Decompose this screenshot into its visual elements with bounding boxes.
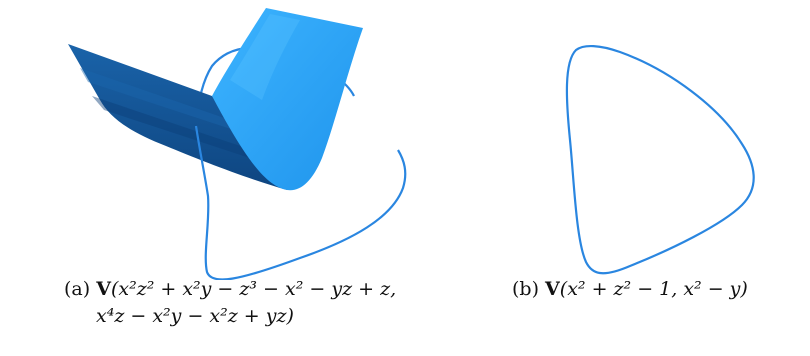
surface-front-sheet: [212, 8, 363, 191]
figure-a: (a) V(x²z² + x²y − z³ − x² − yz + z, x⁴z…: [64, 8, 407, 330]
caption-a-line1: (a) V(x²z² + x²y − z³ − x² − yz + z,: [64, 276, 396, 303]
closed-curve-plot: [565, 45, 755, 275]
surface-front-highlight: [230, 14, 300, 100]
surface-back-band: [80, 68, 240, 132]
figure-b: (b) V(x² + z² − 1, x² − y): [470, 0, 810, 356]
caption-a-variety-symbol: V: [96, 278, 111, 300]
caption-a-equation-1: (x²z² + x²y − z³ − x² − yz + z,: [110, 278, 397, 300]
caption-a: (a) V(x²z² + x²y − z³ − x² − yz + z, x⁴z…: [64, 276, 396, 330]
caption-b: (b) V(x² + z² − 1, x² − y): [512, 276, 748, 303]
caption-a-line2: x⁴z − x²y − x²z + yz): [64, 303, 396, 330]
caption-a-label: (a): [64, 278, 91, 300]
closed-curve: [565, 45, 755, 275]
caption-b-variety-symbol: V: [545, 278, 560, 300]
space-curve-front: [194, 125, 407, 280]
caption-a-equation-2: x⁴z − x²y − x²z + yz): [96, 305, 294, 327]
surface-and-curve-plot: [68, 8, 407, 280]
caption-b-label: (b): [512, 278, 539, 300]
caption-b-equation: (x² + z² − 1, x² − y): [559, 278, 748, 300]
surface-back-band-2: [92, 96, 262, 162]
surface-back-flap: [68, 44, 287, 190]
